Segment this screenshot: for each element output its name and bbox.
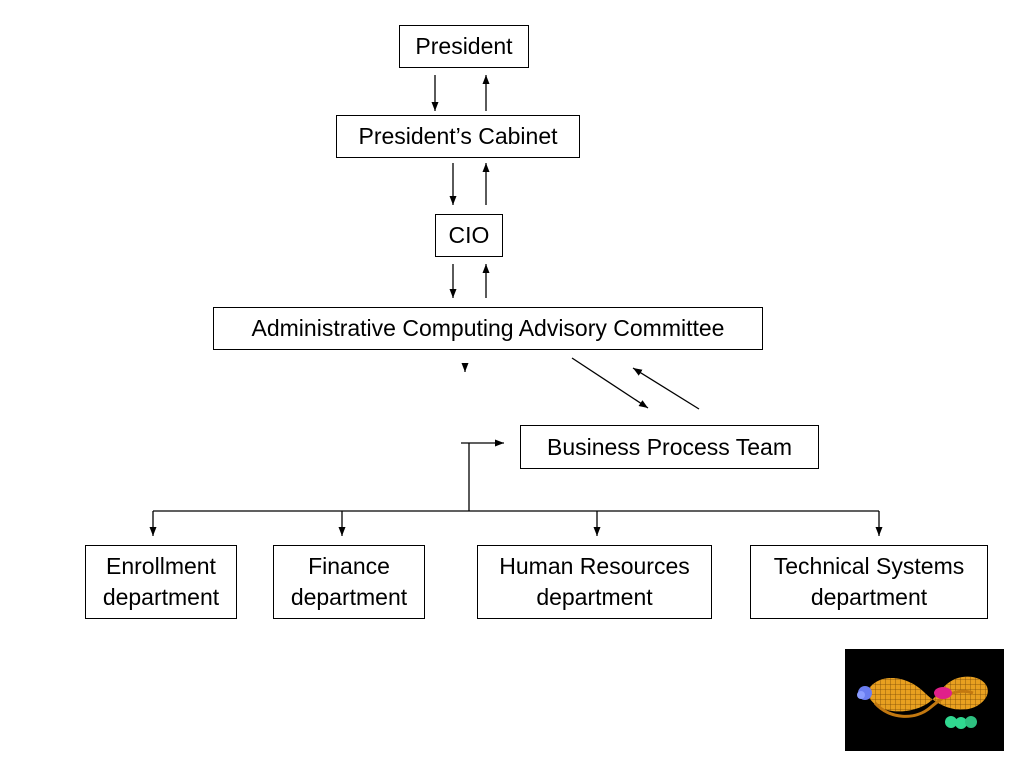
- hr-department-box: Human Resources department: [477, 545, 712, 619]
- enrollment-department-box: Enrollment department: [85, 545, 237, 619]
- arrow-bpt-to-committee: [632, 367, 700, 410]
- president-label: President: [415, 33, 513, 59]
- tech-line1: Technical Systems: [773, 553, 965, 579]
- cio-box: CIO: [435, 214, 503, 257]
- enrollment-line1: Enrollment: [106, 553, 216, 579]
- finance-department-box: Finance department: [273, 545, 425, 619]
- arrow-committee-to-bpt: [571, 357, 649, 409]
- advisory-committee-label: Administrative Computing Advisory Commit…: [251, 315, 725, 341]
- tech-line2: department: [810, 584, 928, 610]
- cabinet-box: President’s Cabinet: [336, 115, 580, 158]
- hr-line1: Human Resources: [499, 553, 690, 579]
- technical-systems-department-box: Technical Systems department: [750, 545, 988, 619]
- finance-line2: department: [290, 584, 408, 610]
- business-process-team-box: Business Process Team: [520, 425, 819, 469]
- cio-label: CIO: [448, 222, 490, 248]
- hr-line2: department: [536, 584, 653, 610]
- business-process-team-label: Business Process Team: [546, 433, 792, 460]
- cabinet-label: President’s Cabinet: [358, 123, 558, 149]
- finance-line1: Finance: [308, 553, 390, 579]
- advisory-committee-box: Administrative Computing Advisory Commit…: [213, 307, 763, 350]
- president-box: President: [399, 25, 529, 68]
- enrollment-line2: department: [102, 584, 220, 610]
- mobius-strip-icon: [845, 649, 1004, 751]
